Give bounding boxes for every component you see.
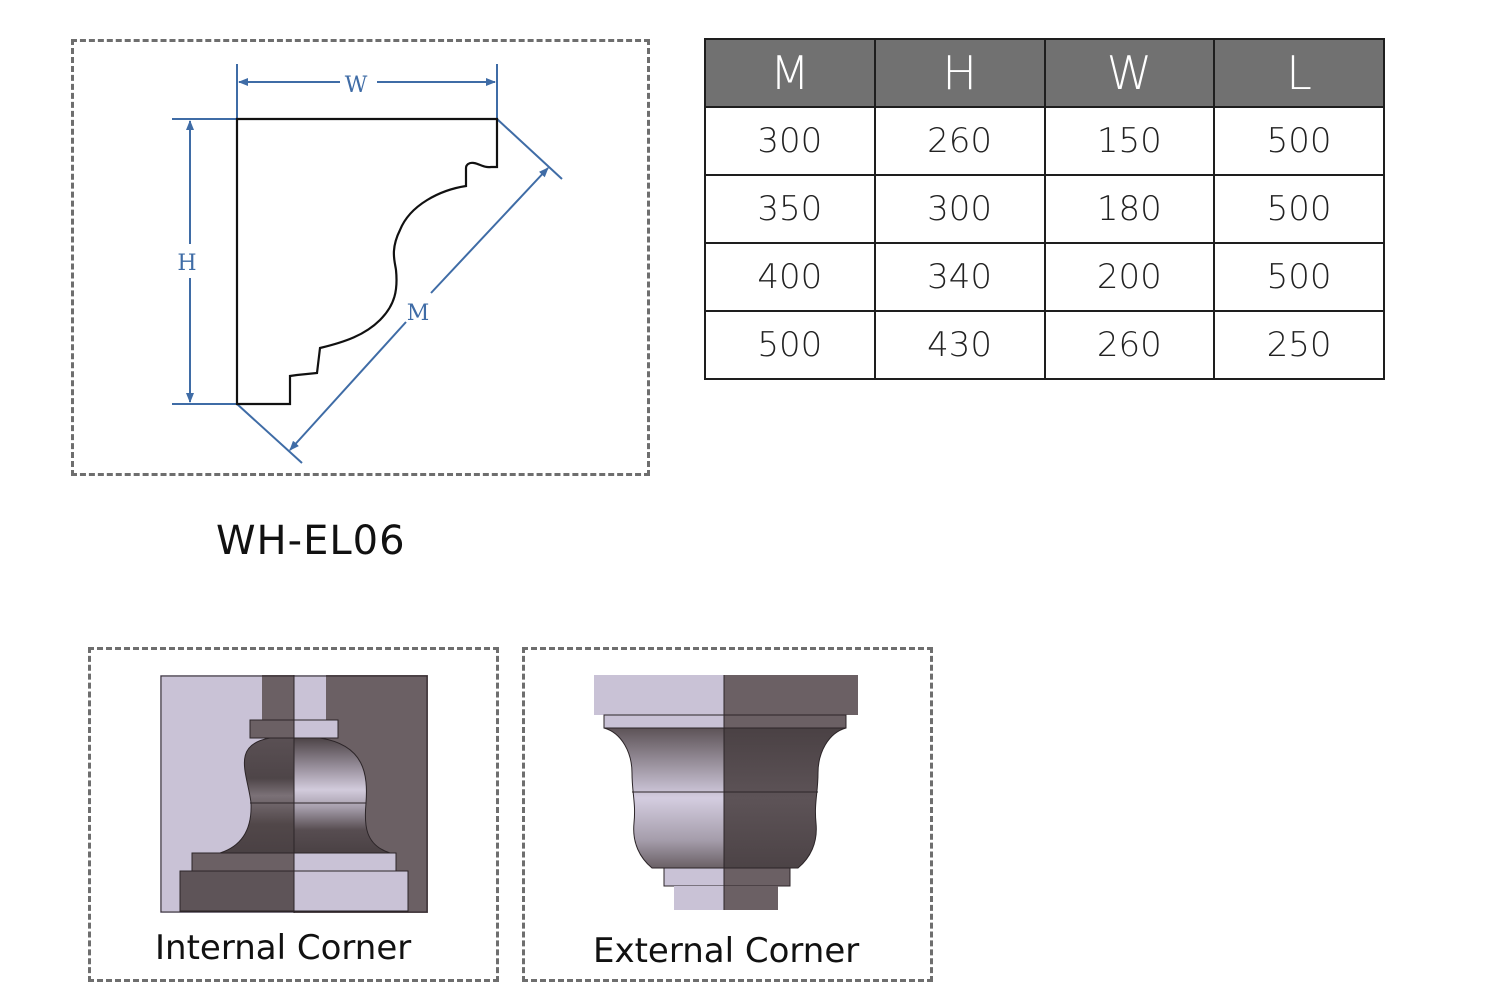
cell-m: 350 [704,174,876,244]
cell-w: 150 [1043,106,1216,176]
spec-table: M H W L 300 260 150 500 350 300 180 500 … [704,38,1385,380]
cell-h: 260 [873,106,1046,176]
cell-w: 260 [1043,310,1216,380]
table-row: 300 260 150 500 [704,106,1385,176]
cell-h: 430 [873,310,1046,380]
internal-corner-caption: Internal Corner [155,928,412,968]
internal-corner-image [160,675,428,913]
table-row: 350 300 180 500 [704,174,1385,244]
column-header-m: M [704,38,876,108]
cell-h: 340 [873,242,1046,312]
cell-w: 200 [1043,242,1216,312]
external-corner-frame [522,647,933,982]
column-header-w: W [1043,38,1216,108]
profile-drawing-frame [71,39,650,476]
external-corner-caption: External Corner [593,931,860,971]
cell-l: 500 [1213,174,1385,244]
external-corner-image [594,675,858,910]
column-header-l: L [1213,38,1385,108]
table-row: 400 340 200 500 [704,242,1385,312]
table-row: 500 430 260 250 [704,310,1385,380]
cell-m: 500 [704,310,876,380]
column-header-h: H [873,38,1046,108]
cell-w: 180 [1043,174,1216,244]
cell-m: 400 [704,242,876,312]
cell-m: 300 [704,106,876,176]
cell-h: 300 [873,174,1046,244]
internal-corner-frame [88,647,499,982]
cell-l: 500 [1213,242,1385,312]
product-code: WH-EL06 [216,518,406,564]
cell-l: 500 [1213,106,1385,176]
spec-table-header: M H W L [704,38,1385,108]
cell-l: 250 [1213,310,1385,380]
